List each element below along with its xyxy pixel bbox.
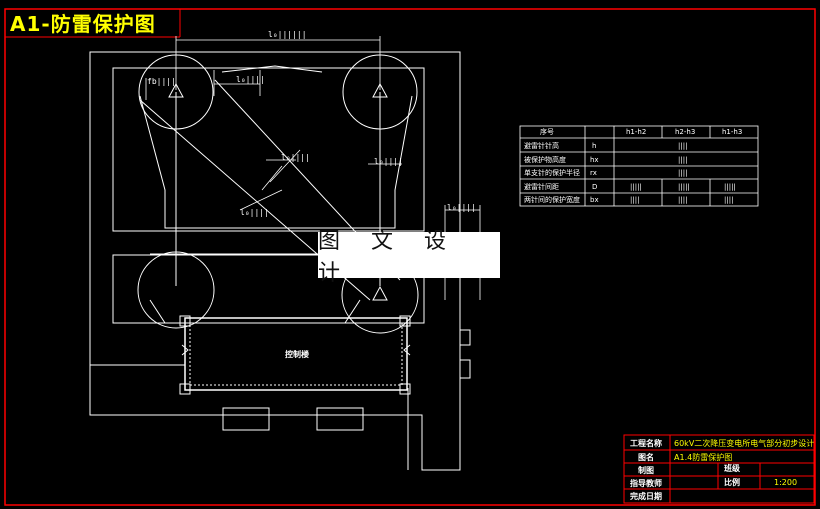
bldg-corner-br xyxy=(399,383,411,395)
table-row-label: 避雷针针高 xyxy=(524,141,559,150)
lower-zone-bottom xyxy=(149,299,361,324)
table-row-label: 两针间的保护宽度 xyxy=(524,195,580,204)
table-header-h1h2: h1-h2 xyxy=(626,128,646,136)
dim-label-top: l₀|||||| xyxy=(268,30,307,39)
table-cell: |||| xyxy=(678,169,687,177)
table-header-h2h3: h2-h3 xyxy=(675,128,695,136)
upper-switchyard xyxy=(112,67,425,232)
tb-project-label: 工程名称 xyxy=(630,438,662,448)
tb-grade-label: 班级 xyxy=(724,463,741,473)
dim-label-diag-lower: l₀|||| xyxy=(240,208,269,217)
table-row-symbol: rx xyxy=(590,169,597,177)
drawing-border xyxy=(4,8,816,506)
gate xyxy=(460,329,471,379)
dim-top xyxy=(175,36,381,90)
control-building xyxy=(184,317,408,391)
dim-diag-upper xyxy=(261,149,301,191)
table-cell: ||||| xyxy=(678,183,690,191)
tb-advisor-label: 指导教师 xyxy=(630,478,662,488)
dim-label-right-mid: l₀|||| xyxy=(374,157,403,166)
tb-project-value: 60kV二次降压变电所电气部分初步设计 xyxy=(674,438,814,448)
table-cell: |||| xyxy=(678,156,687,164)
table-row-symbol: D xyxy=(592,183,597,191)
table-row-symbol: bx xyxy=(590,196,599,204)
params-table: 序号 h1-h2 h2-h3 h1-h3 避雷针针高 h |||| 被保护物高度… xyxy=(524,127,742,204)
rod-circle-3 xyxy=(137,251,215,329)
tb-scale-label: 比例 xyxy=(724,477,740,487)
table-row-label: 避雷针间距 xyxy=(524,182,559,191)
control-building-inner xyxy=(189,322,403,386)
table-row-label: 单支针的保护半径 xyxy=(524,168,580,177)
title-block: 工程名称 60kV二次降压变电所电气部分初步设计 图名 A1.4防雷保护图 制图… xyxy=(630,438,814,501)
table-row-label: 被保护物高度 xyxy=(524,155,566,164)
rod-symbol-1 xyxy=(168,82,184,98)
dim-upper-short xyxy=(213,70,261,96)
table-header-index: 序号 xyxy=(540,127,554,136)
table-cell: ||||| xyxy=(630,183,642,191)
dim-label-left: fb|||| xyxy=(147,77,176,86)
aux-building-1 xyxy=(222,407,270,431)
table-cell: |||| xyxy=(678,142,687,150)
tb-drawing-value: A1.4防雷保护图 xyxy=(674,452,732,462)
tb-drawing-label: 图名 xyxy=(638,452,654,462)
table-cell: |||| xyxy=(724,196,733,204)
aux-building-2 xyxy=(316,407,364,431)
table-cell: ||||| xyxy=(724,183,736,191)
boundary-internal xyxy=(90,364,409,470)
table-row-symbol: hx xyxy=(590,156,599,164)
dim-label-right-lower: l₀|||| xyxy=(447,203,476,212)
protection-outline xyxy=(139,95,413,229)
bldg-corner-bl xyxy=(179,383,191,395)
page-title: A1-防雷保护图 xyxy=(10,12,156,36)
table-cell: |||| xyxy=(630,196,639,204)
table-cell: |||| xyxy=(678,196,687,204)
substation-boundary xyxy=(89,51,461,471)
bldg-marks xyxy=(181,344,411,356)
rod-symbol-4 xyxy=(372,285,388,301)
building-label: 控制楼 xyxy=(285,349,309,359)
table-row-symbol: h xyxy=(592,142,596,150)
dim-label-diag-upper: l₀|||| xyxy=(281,153,310,162)
watermark: 图 文 设 计 xyxy=(318,229,500,286)
bldg-corner-tr xyxy=(399,315,411,327)
tb-drawn-label: 制图 xyxy=(638,465,654,475)
title-block-grid xyxy=(623,434,815,504)
tb-date-label: 完成日期 xyxy=(630,491,662,501)
tb-scale-value: 1:200 xyxy=(774,478,797,487)
table-header-h1h3: h1-h3 xyxy=(722,128,742,136)
dim-label-upper-short: l₀|||| xyxy=(236,75,265,84)
saddle-top xyxy=(221,65,323,73)
rod-symbol-2 xyxy=(372,82,388,98)
dim-mid xyxy=(266,159,402,165)
params-table-grid xyxy=(519,125,759,207)
dim-right-lower xyxy=(239,189,481,300)
bldg-corner-tl xyxy=(179,315,191,327)
